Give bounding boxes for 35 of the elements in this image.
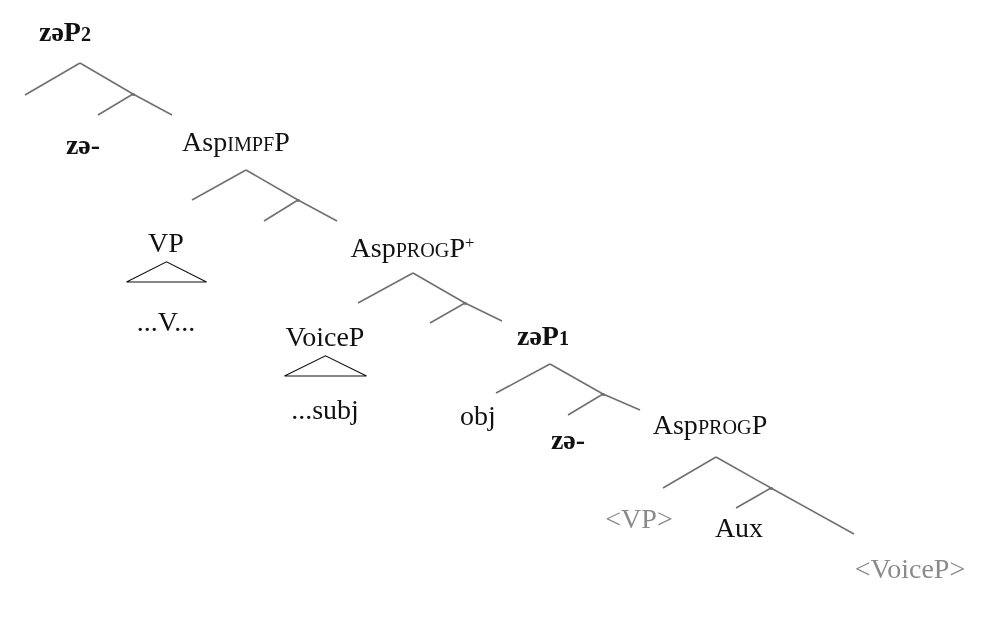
- tree-branch: [132, 93, 173, 116]
- node-label: <VP>: [605, 504, 673, 534]
- node-label: zə-: [65, 130, 101, 160]
- tree-branch: [429, 302, 466, 324]
- tree-branch: [715, 456, 772, 489]
- branch-point: [296, 198, 300, 202]
- tree-branch: [97, 93, 134, 116]
- node-label: ...subj: [291, 395, 359, 425]
- tree-branch: [24, 62, 81, 96]
- tree-branch: [549, 363, 604, 395]
- branch-point: [463, 301, 467, 305]
- tree-branch: [464, 302, 503, 322]
- tree-branch: [567, 393, 604, 416]
- node-label: VP: [148, 228, 184, 258]
- tree-branch: [79, 62, 134, 95]
- tree-branch: [357, 272, 414, 304]
- tree-branch: [662, 456, 717, 489]
- node-label: VoiceP: [285, 322, 365, 352]
- tree-branch: [735, 487, 772, 509]
- tree-branch: [495, 363, 551, 394]
- node-label: obj: [460, 401, 496, 431]
- tree-branch: [191, 169, 247, 201]
- tree-branch: [245, 169, 299, 201]
- branch-point: [769, 486, 773, 490]
- tree-branch: [263, 199, 299, 222]
- tree-branch: [770, 487, 855, 535]
- node-label: ...V...: [136, 307, 196, 337]
- node-label: <VoiceP>: [854, 554, 966, 584]
- node-label: zə-: [550, 425, 586, 455]
- node-label: Aux: [714, 513, 764, 543]
- branch-point: [601, 392, 605, 396]
- tree-branch: [297, 199, 338, 222]
- tree-branch: [602, 393, 641, 411]
- branch-point: [131, 92, 135, 96]
- tree-branch: [412, 272, 466, 304]
